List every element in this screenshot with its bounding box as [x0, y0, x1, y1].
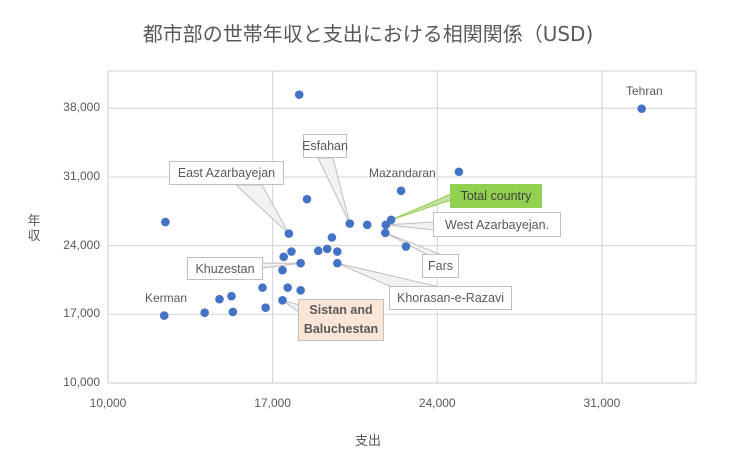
data-point-khuzestan [296, 258, 305, 268]
y-tick-label: 24,000 [63, 237, 100, 252]
x-tick-label: 31,000 [583, 396, 621, 410]
data-label: Mazandaran [369, 166, 436, 180]
y-tick-label: 17,000 [63, 306, 100, 321]
data-point [261, 303, 270, 312]
y-axis-label: 年収 [27, 214, 41, 244]
data-point [302, 194, 312, 204]
callout-leader [317, 157, 351, 224]
data-point [287, 247, 296, 256]
data-label: Esfahan [302, 134, 348, 158]
data-label: West Azarbayejan. [433, 212, 561, 237]
data-point-mazandaran [454, 167, 464, 177]
x-tick-label: 24,000 [418, 396, 456, 410]
x-tick-label: 10,000 [89, 396, 127, 410]
chart-title: 都市部の世帯年収と支出における相関関係（USD) [142, 22, 594, 46]
y-tick-label: 31,000 [63, 168, 100, 183]
data-point-sistan-and-baluchestan [278, 295, 287, 305]
data-label: Kerman [145, 291, 188, 305]
data-point [278, 265, 287, 275]
data-label: Tehran [626, 84, 663, 98]
data-point [401, 242, 411, 251]
data-point [227, 291, 236, 301]
data-label: Khorasan-e-Razavi [389, 286, 512, 310]
data-point [228, 307, 238, 317]
data-point [294, 90, 304, 99]
data-point-fars [381, 228, 390, 238]
data-point [296, 285, 305, 295]
data-point-esfahan [345, 219, 355, 228]
y-tick-label: 10,000 [63, 375, 100, 389]
data-point [258, 283, 267, 292]
data-point [362, 220, 372, 230]
data-point-khorasan-e-razavi [333, 258, 342, 268]
data-point-total-country [386, 215, 396, 225]
x-tick-label: 17,000 [254, 396, 291, 410]
data-point [200, 308, 209, 317]
data-point-west-azarbayejan [381, 220, 391, 230]
data-point-tehran [637, 104, 646, 113]
data-point [283, 283, 292, 292]
data-label: East Azarbayejan [169, 161, 284, 185]
data-label: Total country [450, 184, 542, 208]
data-point [322, 244, 332, 254]
data-point [279, 252, 288, 262]
data-point-east-azarbayejan [284, 229, 294, 238]
data-label: Fars [422, 254, 459, 278]
data-point [215, 294, 224, 304]
x-axis-label: 支出 [354, 434, 381, 449]
data-point [161, 217, 170, 227]
data-point [327, 233, 337, 242]
data-point [396, 186, 406, 196]
data-label: Khuzestan [187, 257, 263, 280]
data-label: Sistan and Baluchestan [298, 299, 384, 341]
data-point [313, 246, 323, 256]
data-point-kerman [159, 311, 169, 320]
y-tick-label: 38,000 [63, 100, 100, 115]
data-point [333, 247, 342, 256]
callout-leader [234, 184, 290, 234]
